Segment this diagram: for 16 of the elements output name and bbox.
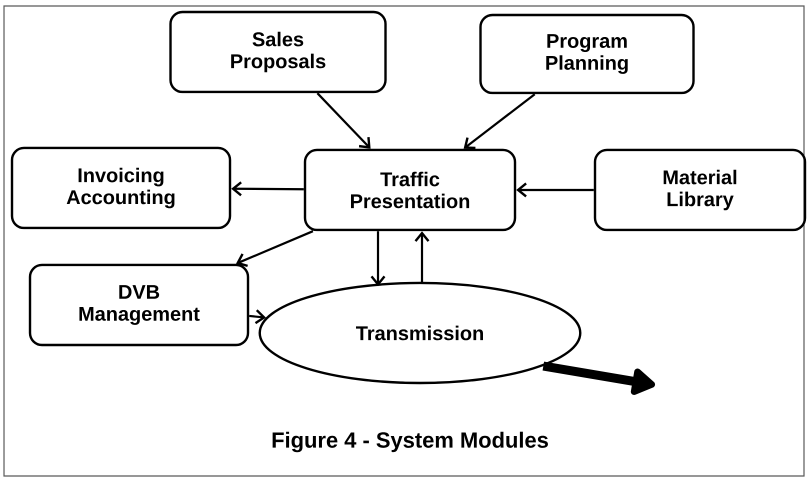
module-box: DVB Management — [28, 264, 250, 346]
arrow — [542, 362, 656, 395]
arrow — [516, 182, 594, 198]
module-box: Program Planning — [479, 14, 695, 94]
caption: Figure 4 - System Modules — [272, 432, 548, 452]
arrow — [370, 231, 386, 286]
module-box: Material Library — [594, 148, 806, 232]
module-box: Invoicing Accounting — [10, 146, 232, 230]
arrow — [464, 93, 536, 150]
arrow — [316, 92, 371, 149]
arrow — [231, 181, 304, 196]
arrow — [414, 231, 430, 283]
arrow — [236, 230, 314, 268]
arrow — [249, 309, 266, 324]
module-box: Sales Proposals — [169, 10, 387, 94]
module-box: Traffic Presentation — [304, 148, 516, 232]
